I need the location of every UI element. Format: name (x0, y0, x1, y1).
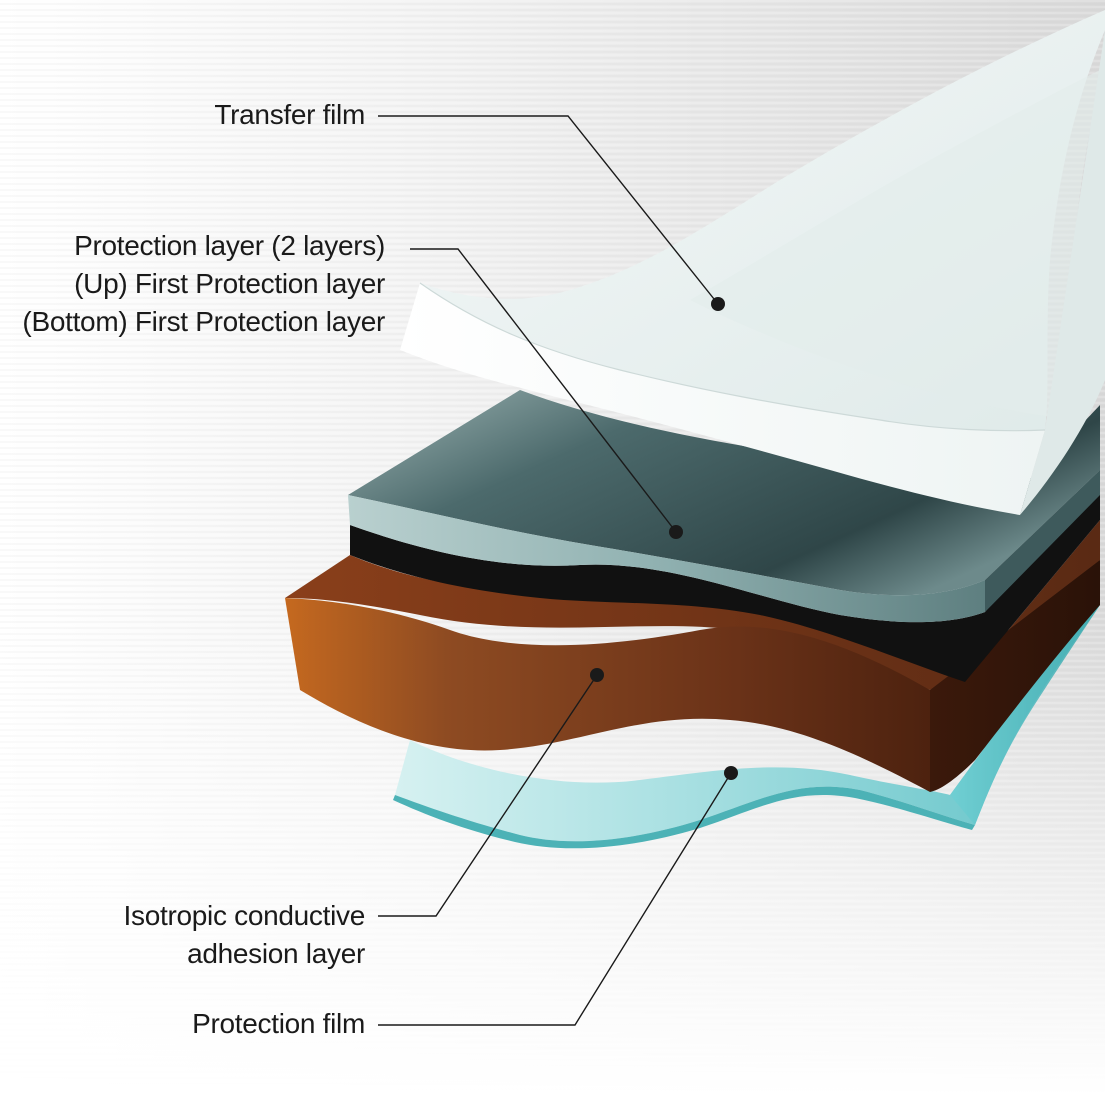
label-protection-line1: Protection layer (2 layers) (74, 230, 385, 261)
label-adhesion-layer: Isotropic conductive adhesion layer (123, 897, 366, 973)
label-adhesion-line2: adhesion layer (187, 938, 365, 969)
leader-adhesion-layer (378, 674, 598, 917)
leader-protection-layer (410, 248, 677, 533)
label-protection-line2: (Up) First Protection layer (74, 268, 385, 299)
label-protection-film-text: Protection film (192, 1008, 365, 1039)
label-protection-layer: Protection layer (2 layers) (Up) First P… (22, 227, 385, 341)
transfer-film-layer (400, 10, 1105, 515)
leader-lines (378, 115, 732, 1026)
label-protection-line3: (Bottom) First Protection layer (22, 306, 385, 337)
label-protection-film: Protection film (192, 1005, 365, 1043)
dot-protection-layer (669, 525, 683, 539)
label-transfer-film-text: Transfer film (214, 99, 365, 130)
label-transfer-film: Transfer film (214, 96, 365, 134)
leader-protection-film (378, 772, 732, 1026)
dot-transfer-film (711, 297, 725, 311)
black-layer (350, 470, 1100, 682)
protection-layer (348, 390, 1100, 623)
callout-dots (590, 297, 738, 780)
leader-transfer-film (378, 115, 719, 305)
label-adhesion-line1: Isotropic conductive (123, 900, 366, 931)
dot-adhesion-layer (590, 668, 604, 682)
dot-protection-film (724, 766, 738, 780)
